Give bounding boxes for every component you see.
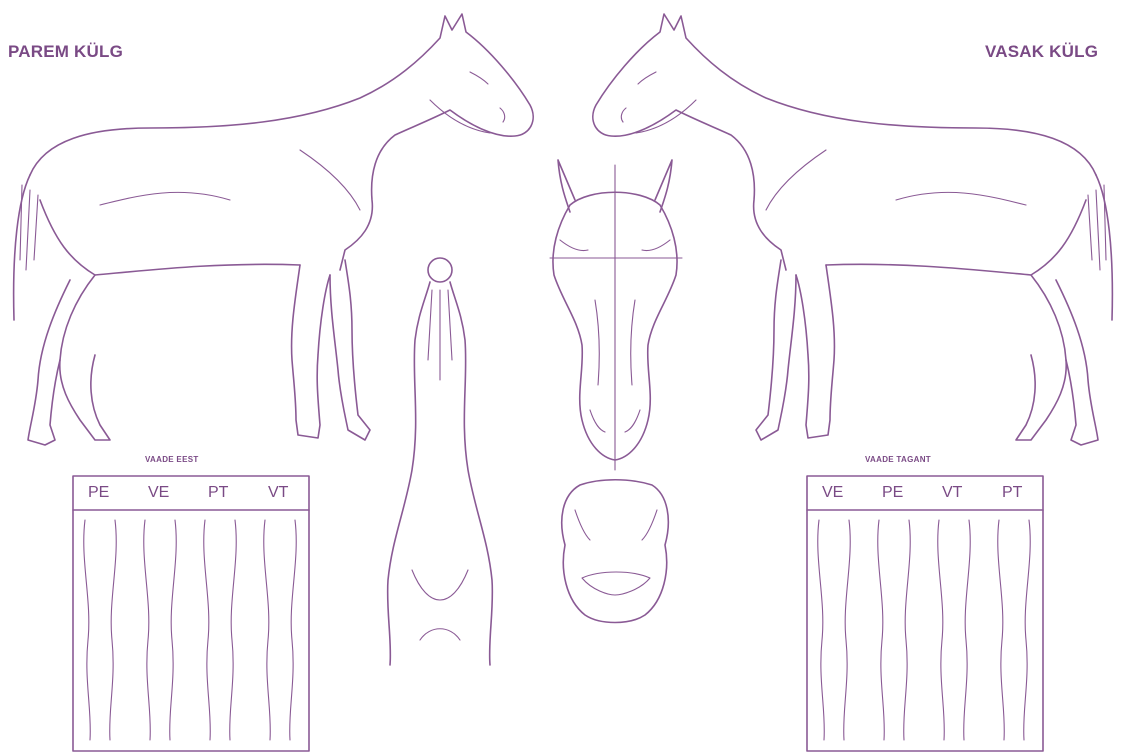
front-leg-label-3: PT [208,484,228,502]
front-view-title: VAADE EEST [145,455,199,464]
front-legs-panel [73,476,309,751]
front-leg-label-2: VE [148,484,169,502]
muzzle-view [562,480,669,623]
rear-leg-label-1: VE [822,484,843,502]
neck-front-view [388,258,493,665]
rear-legs-panel [807,476,1043,751]
rear-leg-label-3: VT [942,484,962,502]
front-leg-label-1: PE [88,484,109,502]
rear-view-title: VAADE TAGANT [865,455,931,464]
front-leg-label-4: VT [268,484,288,502]
head-front-view [550,160,682,470]
rear-leg-label-4: PT [1002,484,1022,502]
right-side-horse [14,14,534,445]
rear-leg-label-2: PE [882,484,903,502]
